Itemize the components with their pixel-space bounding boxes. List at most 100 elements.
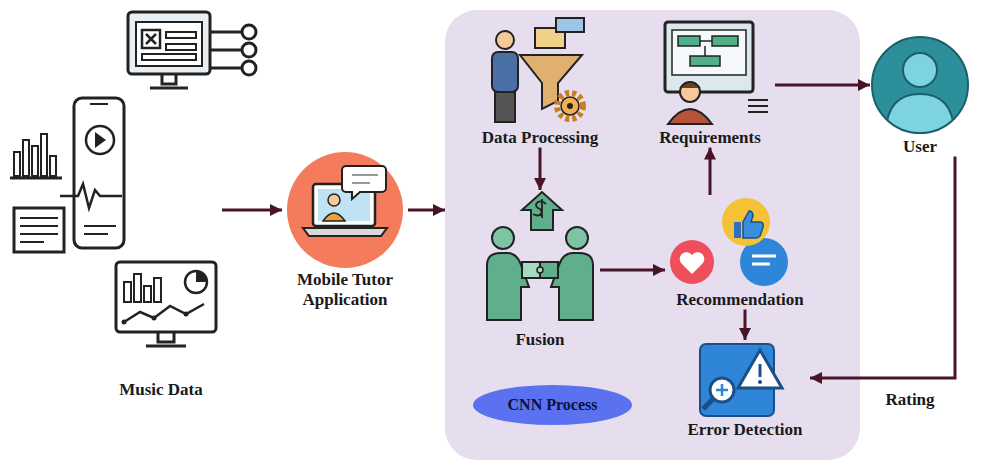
requirements-board-icon [665, 22, 753, 92]
node-label: Requirements [645, 128, 775, 148]
tutor-laptop-icon [342, 166, 386, 199]
bar-chart-icon [10, 177, 62, 180]
error-detection-icon [703, 399, 713, 409]
data-processing-icon [496, 31, 514, 49]
flow-arrow [775, 84, 870, 87]
dashboard-monitor-icon [150, 74, 188, 88]
bar-chart-icon [41, 134, 47, 176]
user-node: User [870, 37, 970, 157]
analytics-monitor-icon [154, 278, 161, 302]
analytics-monitor-icon [152, 316, 157, 321]
phone-player-icon [95, 132, 106, 148]
flow-arrow [222, 209, 282, 212]
error-detection-icon [738, 350, 782, 388]
user-avatar-icon [886, 94, 954, 134]
dashboard-monitor-icon [242, 43, 256, 57]
analytics-monitor-icon [185, 271, 207, 293]
user-avatar-icon [872, 37, 968, 134]
data-processing-icon [557, 93, 583, 119]
edge-label: Rating [870, 390, 950, 410]
requirements-board-icon [680, 82, 700, 102]
bar-chart-icon [14, 152, 20, 176]
cnn-panel [445, 10, 860, 460]
analytics-monitor-icon [144, 286, 151, 302]
requirements-board-icon [700, 41, 712, 56]
data-source: Music Data [100, 8, 222, 400]
process-step: Error Detection [680, 340, 810, 440]
node-label: Mobile Tutor Application [282, 270, 408, 309]
error-detection-icon [700, 344, 782, 416]
document-icon [14, 208, 64, 252]
analytics-monitor-icon [196, 271, 207, 282]
requirements-board-icon [672, 30, 746, 75]
data-processing-icon [492, 52, 518, 92]
fusion-partners-icon [533, 199, 546, 218]
flow-arrow [600, 269, 665, 272]
analytics-monitor-icon [134, 274, 141, 302]
requirements-board-icon [748, 100, 768, 112]
dashboard-monitor-icon [242, 25, 256, 39]
fusion-partners-icon [537, 267, 543, 273]
dashboard-monitor-icon [142, 30, 160, 48]
fusion-partners-icon [522, 192, 562, 230]
node-label: User [870, 137, 970, 157]
tutor-laptop-icon [352, 175, 378, 183]
node-label: Data Processing [475, 128, 605, 148]
tutor-laptop-icon [303, 228, 387, 236]
recommendation-icon [722, 198, 770, 246]
phone-player-icon [84, 226, 116, 234]
analytics-monitor-icon [116, 262, 216, 332]
flow-arrow [744, 310, 747, 340]
phone-player-icon [86, 126, 114, 154]
dashboard-monitor-icon [242, 61, 256, 75]
bar-chart-icon [23, 140, 29, 176]
process-step: Requirements [645, 18, 775, 148]
document-icon [20, 218, 58, 242]
analytics-monitor-icon [116, 262, 216, 346]
tutor-laptop-icon [318, 189, 370, 221]
data-processing-icon [492, 18, 584, 122]
flow-arrow [408, 209, 445, 212]
flow-arrow [709, 148, 712, 195]
analytics-monitor-icon [184, 312, 189, 317]
recommendation-icon [670, 198, 788, 286]
bar-chart-icon [50, 156, 56, 176]
fusion-partners-icon [492, 227, 514, 249]
recommendation-icon [752, 256, 776, 264]
flow-arrow [539, 148, 542, 190]
requirements-board-icon [680, 82, 700, 88]
analytics-monitor-icon [124, 304, 204, 322]
bar-chart-icon [10, 134, 62, 178]
user-avatar-icon [903, 53, 937, 87]
requirements-board-icon [665, 22, 768, 124]
requirements-board-icon [678, 36, 700, 46]
bar-chart-icon [32, 146, 38, 176]
data-processing-icon [556, 18, 584, 32]
dashboard-monitor-icon [166, 44, 196, 50]
dashboard-monitor-icon [210, 32, 242, 68]
process-step: Recommendation [665, 195, 815, 310]
recommendation-icon [734, 222, 741, 238]
dashboard-monitor-icon [128, 12, 256, 88]
phone-player-icon [60, 98, 124, 248]
data-processing-icon [567, 103, 573, 109]
error-detection-icon [758, 380, 762, 384]
requirements-board-icon [690, 56, 720, 66]
flow-arrow [810, 157, 955, 378]
error-detection-icon [759, 364, 762, 377]
analytics-monitor-icon [124, 282, 131, 302]
tutor-laptop-icon [287, 152, 403, 268]
dashboard-monitor-icon [142, 54, 196, 60]
dashboard-monitor-icon [166, 32, 196, 38]
node-label: Music Data [100, 380, 222, 400]
process-step: Data Processing [475, 18, 605, 148]
tutor-laptop-icon [328, 194, 340, 206]
dashboard-monitor-icon [146, 34, 156, 44]
fusion-partners-icon [487, 192, 593, 320]
data-processing-icon [561, 97, 579, 115]
app-node: Mobile Tutor Application [282, 152, 408, 309]
recommendation-icon [680, 252, 705, 274]
dashboard-monitor-icon [128, 12, 210, 74]
recommendation-icon [670, 240, 714, 284]
node-label: Fusion [480, 330, 600, 350]
